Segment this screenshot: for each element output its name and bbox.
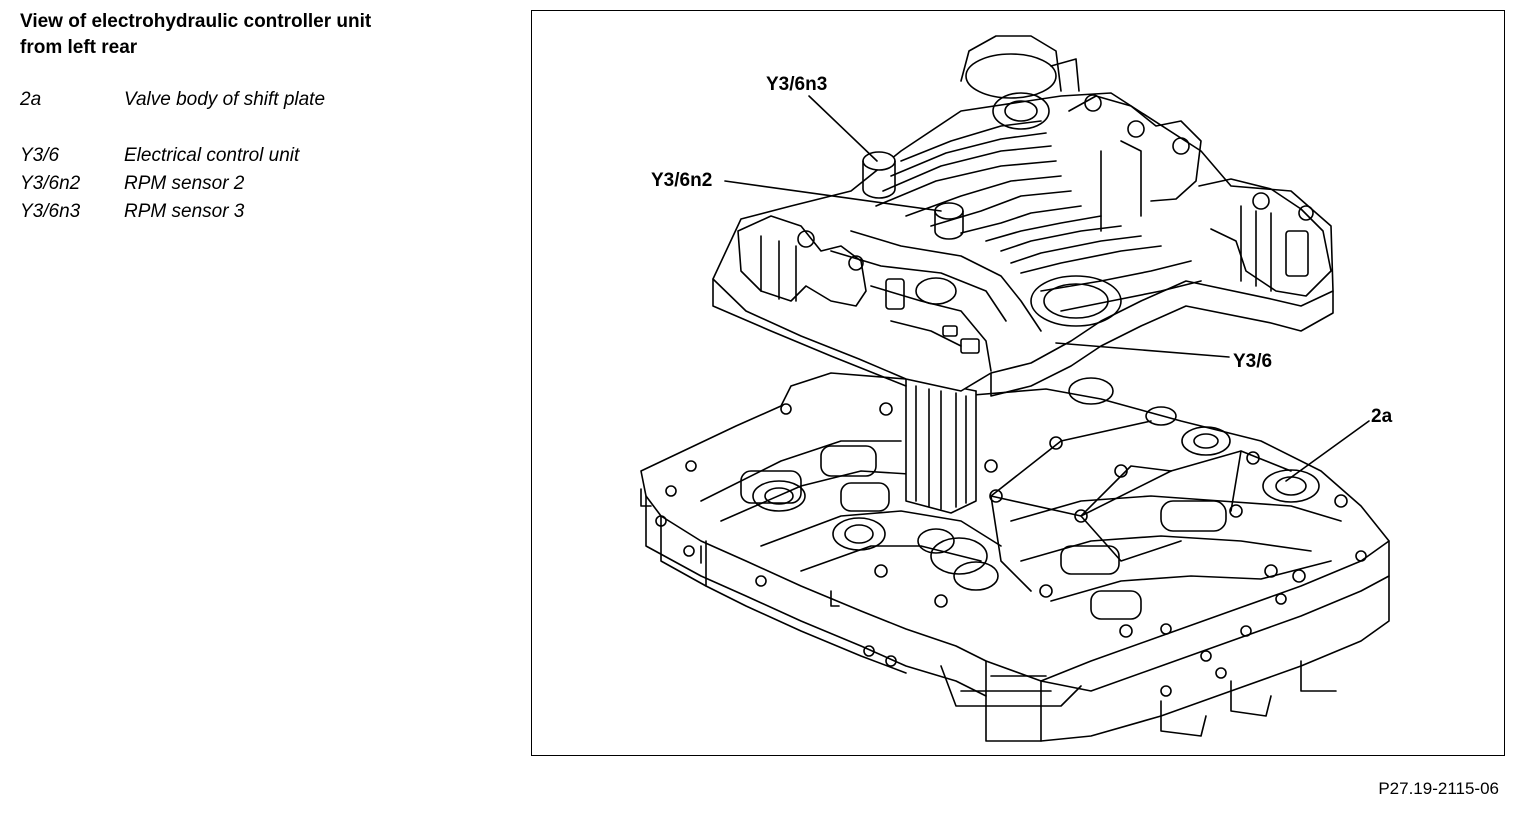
control-unit-shape [712,35,1334,397]
legend-item: Y3/6n2 RPM sensor 2 [20,170,500,198]
callout-y36n3: Y3/6n3 [766,74,827,95]
legend-code: Y3/6n2 [20,173,81,194]
legend-code: Y3/6 [20,145,60,166]
leader-line-y36n2 [724,180,942,212]
legend: 2a Valve body of shift plate Y3/6 Electr… [20,86,500,226]
legend-code: Y3/6n3 [20,201,81,222]
title-line-2: from left rear [20,37,138,58]
leader-line-y36n3 [808,95,878,162]
legend-item: 2a Valve body of shift plate [20,86,500,114]
legend-item: Y3/6 Electrical control unit [20,142,500,170]
callout-y36n2: Y3/6n2 [651,170,712,191]
legend-desc: Electrical control unit [124,145,300,166]
title-line-1: View of electrohydraulic controller unit [20,11,372,32]
connector-stack-shape [905,378,977,514]
legend-desc: RPM sensor 2 [124,173,245,194]
callout-2a: 2a [1371,406,1393,427]
legend-item: Y3/6n3 RPM sensor 3 [20,198,500,226]
controller-illustration: Y3/6n3 Y3/6n2 Y3/6 2a [640,35,1393,742]
legend-code: 2a [20,89,42,110]
leader-line-2a [1285,420,1370,482]
legend-desc: Valve body of shift plate [124,89,326,110]
figure-reference: P27.19-2115-06 [1378,779,1499,798]
leader-line-y36 [1055,342,1230,358]
diagram-frame: Y3/6n3 Y3/6n2 Y3/6 2a [531,10,1505,756]
callout-y36: Y3/6 [1233,351,1272,372]
page-title: View of electrohydraulic controller unit… [20,9,500,61]
legend-desc: RPM sensor 3 [124,201,245,222]
valve-body-shape [640,372,1390,742]
